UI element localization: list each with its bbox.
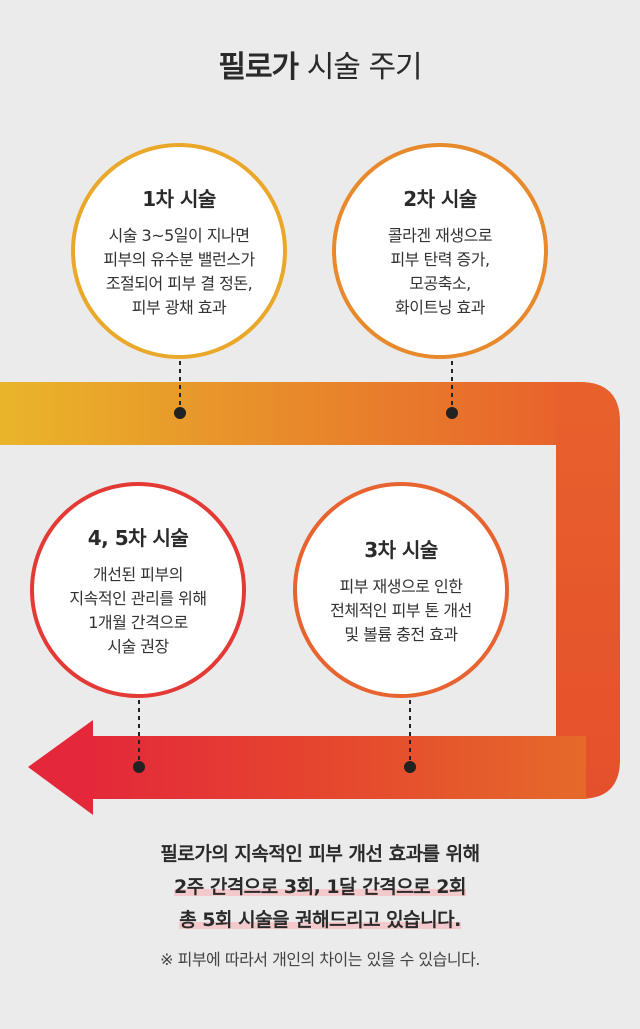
step-2-description: 콜라겐 재생으로 피부 탄력 증가, 모공축소, 화이트닝 효과: [387, 224, 493, 320]
step-4-5-title: 4, 5차 시술: [87, 525, 189, 550]
step-4-5-line: 1개월 간격으로: [88, 612, 188, 632]
title-light: 시술 주기: [306, 50, 423, 85]
step-2-line: 화이트닝 효과: [395, 297, 485, 317]
step-4-5-description: 개선된 피부의 지속적인 관리를 위해 1개월 간격으로 시술 권장: [69, 563, 207, 659]
step-1-line: 시술 3~5일이 지나면: [108, 225, 250, 245]
step-3-description: 피부 재생으로 인한 전체적인 피부 톤 개선 및 볼륨 충전 효과: [330, 575, 472, 647]
connector-dots: [133, 407, 458, 773]
summary-line-2: 2주 간격으로 3회, 1달 간격으로 2회: [174, 876, 466, 898]
disclaimer-note: ※ 피부에 따라서 개인의 차이는 있을 수 있습니다.: [160, 950, 480, 969]
step-1-line: 피부의 유수분 밸런스가: [103, 249, 255, 269]
step-2-title: 2차 시술: [403, 186, 477, 211]
step-1-circle: 1차 시술 시술 3~5일이 지나면 피부의 유수분 밸런스가 조절되어 피부 …: [71, 143, 287, 359]
summary-line-1: 필로가의 지속적인 피부 개선 효과를 위해: [160, 843, 480, 865]
step-3-line: 및 볼륨 충전 효과: [344, 624, 458, 644]
step-1-title: 1차 시술: [142, 186, 216, 211]
step-2-line: 모공축소,: [409, 273, 471, 293]
step-1-description: 시술 3~5일이 지나면 피부의 유수분 밸런스가 조절되어 피부 결 정돈, …: [103, 224, 255, 320]
step-2-line: 피부 탄력 증가,: [390, 249, 490, 269]
title-bold: 필로가: [218, 50, 299, 85]
step-4-5-line: 개선된 피부의: [93, 564, 183, 584]
arrow-right-band: [556, 382, 620, 799]
step-1-line: 피부 광채 효과: [131, 297, 227, 317]
step-2-circle: 2차 시술 콜라겐 재생으로 피부 탄력 증가, 모공축소, 화이트닝 효과: [332, 143, 548, 359]
step-3-line: 전체적인 피부 톤 개선: [330, 600, 472, 620]
step-3-circle: 3차 시술 피부 재생으로 인한 전체적인 피부 톤 개선 및 볼륨 충전 효과: [293, 482, 509, 698]
step-2-line: 콜라겐 재생으로: [387, 225, 493, 245]
arrow-head: [28, 720, 93, 815]
step-4-5-circle: 4, 5차 시술 개선된 피부의 지속적인 관리를 위해 1개월 간격으로 시술…: [30, 482, 246, 698]
step-1-line: 조절되어 피부 결 정돈,: [105, 273, 253, 293]
connectors: [138, 361, 453, 764]
arrow-top-band: [0, 382, 570, 445]
arrow-bottom-band: [90, 736, 586, 799]
step-4-5-line: 시술 권장: [107, 636, 169, 656]
step-3-line: 피부 재생으로 인한: [339, 576, 463, 596]
page-title: 필로가 시술 주기: [0, 42, 640, 86]
summary-line-3: 총 5회 시술을 권해드리고 있습니다.: [179, 909, 461, 931]
summary-text: 필로가의 지속적인 피부 개선 효과를 위해 2주 간격으로 3회, 1달 간격…: [0, 838, 640, 937]
step-4-5-line: 지속적인 관리를 위해: [69, 588, 207, 608]
step-3-title: 3차 시술: [364, 537, 438, 562]
